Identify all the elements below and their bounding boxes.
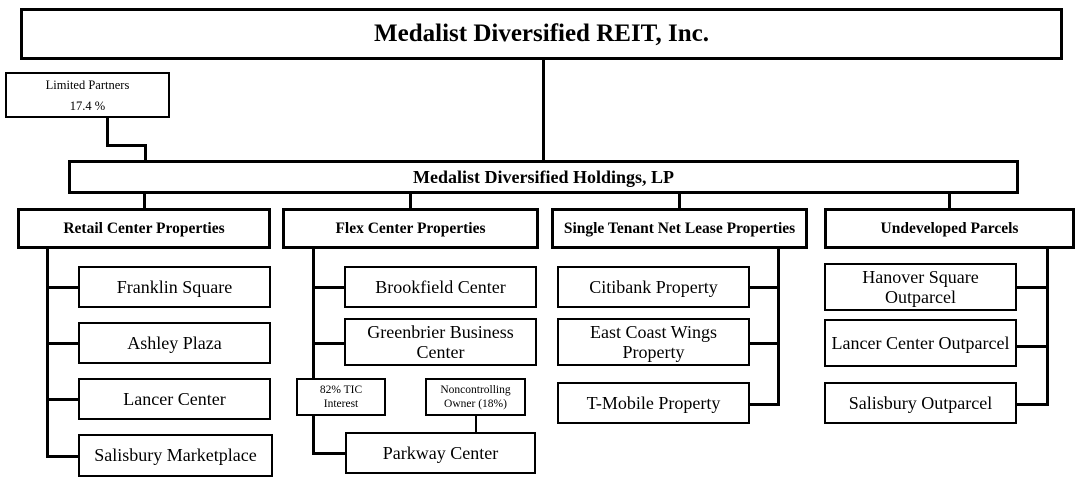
connector-holdings-to-undeveloped <box>948 193 951 209</box>
node-label: Ashley Plaza <box>127 332 222 353</box>
node-lancer-center[interactable]: Lancer Center <box>78 378 271 420</box>
connector-flex-to-greenbrier-business-center <box>312 342 346 345</box>
column-header-label: Flex Center Properties <box>335 219 486 237</box>
connector-undeveloped-spine <box>1046 249 1049 406</box>
connector-root-to-holdings <box>542 60 545 160</box>
limited-partners-percent: 17.4 % <box>69 98 106 113</box>
node-citibank-property[interactable]: Citibank Property <box>557 266 750 308</box>
connector-flex-to-brookfield-center <box>312 286 346 289</box>
node-label: Salisbury Outparcel <box>848 392 993 413</box>
connector-noncontrolling-owner-to-parkway-center <box>475 416 477 433</box>
connector-holdings-to-retail <box>143 193 146 209</box>
node-salisbury-marketplace[interactable]: Salisbury Marketplace <box>78 434 273 477</box>
node-lancer-center-outparcel[interactable]: Lancer Center Outparcel <box>824 319 1017 367</box>
node-brookfield-center[interactable]: Brookfield Center <box>344 266 537 308</box>
column-header-label: Undeveloped Parcels <box>880 219 1019 237</box>
node-label: T-Mobile Property <box>586 392 721 413</box>
connector-undeveloped-to-salisbury-outparcel <box>1014 403 1049 406</box>
connector-retail-to-franklin-square <box>46 286 80 289</box>
connector-retail-to-ashley-plaza <box>46 342 80 345</box>
node-east-coast-wings-property[interactable]: East Coast Wings Property <box>557 318 750 366</box>
node-salisbury-outparcel[interactable]: Salisbury Outparcel <box>824 382 1017 424</box>
connector-undeveloped-to-hanover-square-outparcel <box>1014 286 1049 289</box>
node-tic-interest[interactable]: 82% TIC Interest <box>296 378 386 416</box>
node-ashley-plaza[interactable]: Ashley Plaza <box>78 322 271 364</box>
node-retail-center-properties[interactable]: Retail Center Properties <box>17 208 271 249</box>
connector-holdings-to-flex <box>409 193 412 209</box>
node-label: Brookfield Center <box>375 276 506 297</box>
node-noncontrolling-owner[interactable]: Noncontrolling Owner (18%) <box>425 378 526 416</box>
node-label: Franklin Square <box>116 276 233 297</box>
connector-limited-partners-drop <box>106 118 109 147</box>
connector-retail-to-salisbury-marketplace <box>46 455 80 458</box>
connector-holdings-to-single-tenant <box>678 193 681 209</box>
node-greenbrier-business-center[interactable]: Greenbrier Business Center <box>344 318 537 366</box>
column-header-label: Retail Center Properties <box>63 219 225 237</box>
node-single-tenant-net-lease-properties[interactable]: Single Tenant Net Lease Properties <box>551 208 808 249</box>
node-flex-center-properties[interactable]: Flex Center Properties <box>282 208 539 249</box>
node-label: Medalist Diversified REIT, Inc. <box>374 20 709 47</box>
node-franklin-square[interactable]: Franklin Square <box>78 266 271 308</box>
node-hanover-square-outparcel[interactable]: Hanover Square Outparcel <box>824 263 1017 311</box>
node-label: Lancer Center <box>123 388 226 409</box>
node-label: Medalist Diversified Holdings, LP <box>413 166 674 187</box>
connector-flex-spine <box>312 249 315 455</box>
connector-limited-partners-jog <box>106 144 147 147</box>
node-medalist-diversified-reit-inc[interactable]: Medalist Diversified REIT, Inc. <box>20 8 1063 60</box>
connector-undeveloped-to-lancer-center-outparcel <box>1014 345 1049 348</box>
node-label: Noncontrolling Owner (18%) <box>440 383 511 410</box>
connector-single-tenant-to-citibank-property <box>746 286 780 289</box>
node-label: Greenbrier Business Center <box>367 321 514 362</box>
node-label: Lancer Center Outparcel <box>831 332 1010 353</box>
column-header-label: Single Tenant Net Lease Properties <box>563 219 796 237</box>
node-parkway-center[interactable]: Parkway Center <box>345 432 536 474</box>
node-undeveloped-parcels[interactable]: Undeveloped Parcels <box>824 208 1075 249</box>
connector-single-tenant-to-t-mobile-property <box>746 403 780 406</box>
node-label: Citibank Property <box>589 276 718 297</box>
connector-single-tenant-to-east-coast-wings-property <box>746 342 780 345</box>
node-label: Parkway Center <box>382 442 499 463</box>
node-medalist-diversified-holdings-lp[interactable]: Medalist Diversified Holdings, LP <box>68 160 1019 194</box>
node-t-mobile-property[interactable]: T-Mobile Property <box>557 382 750 424</box>
connector-retail-spine <box>46 249 49 458</box>
connector-limited-partners-to-holdings <box>144 144 147 162</box>
node-label: 82% TIC Interest <box>319 383 363 410</box>
node-limited-partners[interactable]: Limited Partners 17.4 % <box>5 72 170 118</box>
node-label: Salisbury Marketplace <box>94 445 257 466</box>
node-label: East Coast Wings Property <box>590 321 717 362</box>
node-label: Hanover Square Outparcel <box>862 266 979 307</box>
limited-partners-label: Limited Partners <box>45 77 130 92</box>
connector-flex-to-parkway-center <box>312 452 348 455</box>
connector-single-tenant-spine <box>777 249 780 406</box>
connector-retail-to-lancer-center <box>46 398 80 401</box>
